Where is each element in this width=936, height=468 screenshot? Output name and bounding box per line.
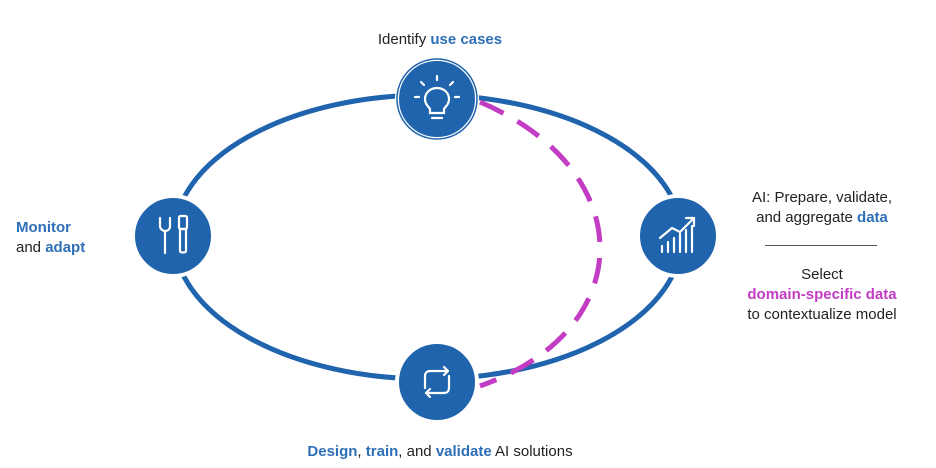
label-design-train-validate: Design, train, and validate AI solutions [0, 442, 880, 462]
tools-icon [158, 214, 189, 255]
dashed-shortcut-arc [479, 99, 603, 389]
label-identify-use-cases: Identify use cases [0, 30, 880, 50]
node-prepare-data [636, 194, 720, 278]
right-lower-line3: to contextualize model [747, 306, 897, 323]
right-upper-line2-prefix: and aggregate [756, 209, 858, 226]
label-monitor-adapt: Monitor and adapt [16, 218, 85, 258]
bottom-label-validate: validate [435, 443, 492, 460]
label-prepare-data: AI: Prepare, validate, and aggregate dat… [722, 188, 922, 228]
lightbulb-icon [413, 74, 461, 120]
left-label-line2-highlight: adapt [45, 239, 86, 256]
node-design-train-validate [395, 340, 479, 424]
left-label-line2-prefix: and [16, 239, 46, 256]
bottom-label-suffix: AI solutions [491, 443, 573, 460]
bottom-label-sep2: , and [398, 443, 436, 460]
right-upper-line2-highlight: data [857, 209, 888, 226]
left-label-line1: Monitor [16, 219, 71, 236]
bottom-label-sep1: , [357, 443, 366, 460]
bottom-label-design: Design [307, 443, 358, 460]
label-select-domain-data: Select domain-specific data to contextua… [710, 265, 934, 325]
right-label-divider [765, 245, 877, 246]
top-label-highlight: use cases [430, 31, 503, 48]
bottom-label-train: train [365, 443, 399, 460]
chart-growth-icon [658, 216, 696, 254]
right-lower-line1: Select [801, 266, 843, 283]
right-upper-line1: AI: Prepare, validate, [751, 189, 893, 206]
node-monitor-adapt [131, 194, 215, 278]
top-label-prefix: Identify [377, 31, 431, 48]
right-lower-line2-highlight: domain-specific data [747, 286, 897, 303]
node-identify-use-cases [395, 57, 479, 141]
refresh-cycle-icon [423, 365, 451, 399]
